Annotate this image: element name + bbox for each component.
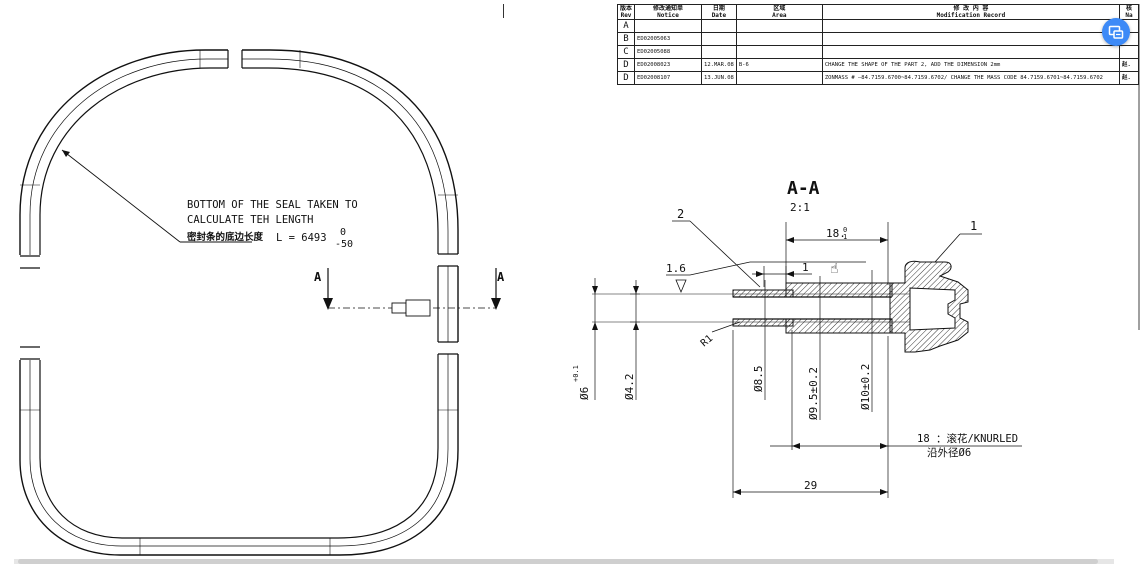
dim-d10: Ø10±0.2 <box>859 364 872 410</box>
scrollbar-thumb[interactable] <box>18 559 1098 564</box>
seal-length-label: L = 6493 <box>276 232 327 244</box>
cell-record <box>821 32 1121 46</box>
callout-1: 1 <box>970 219 977 233</box>
knurl-note-line2: 沿外径Ø6 <box>927 446 971 459</box>
seal-length-tol-upper: 0 <box>340 227 346 238</box>
cell-notice <box>634 19 703 33</box>
dim-d9-5: Ø9.5±0.2 <box>807 367 820 420</box>
dim-d4-2: Ø4.2 <box>623 374 636 401</box>
cell-area <box>735 45 823 59</box>
table-row: C ED02005088 <box>616 45 1139 59</box>
section-line <box>323 268 501 317</box>
cell-area <box>735 71 823 85</box>
dim-d6-tol: +0.1 <box>572 365 580 382</box>
dim-d6: Ø6 <box>578 387 591 400</box>
seal-length-tol-lower: -50 <box>335 239 353 250</box>
cell-date: 12.MAR.08 <box>701 58 737 72</box>
cell-by <box>1119 45 1139 59</box>
cell-date <box>701 32 737 46</box>
seal-note-line1: BOTTOM OF THE SEAL TAKEN TO <box>187 199 358 211</box>
cell-rev: D <box>616 71 636 85</box>
cell-record: CHANGE THE SHAPE OF THE PART 2, ADD THE … <box>821 58 1121 72</box>
section-scale: 2:1 <box>790 201 810 214</box>
dim-d8-5: Ø8.5 <box>752 366 765 393</box>
cell-record <box>821 45 1121 59</box>
screen-capture-button[interactable] <box>1102 18 1130 46</box>
viewer-edge-mark <box>503 4 504 18</box>
cell-area: B-6 <box>735 58 823 72</box>
table-row: A <box>616 19 1139 33</box>
dim-r1: R1 <box>699 333 715 349</box>
callout-2: 2 <box>677 207 684 221</box>
dim-29: 29 <box>804 479 817 492</box>
section-marker-right: A <box>497 270 505 284</box>
cell-date <box>701 45 737 59</box>
note-leader-line <box>61 149 181 243</box>
seal-ring-outline <box>14 44 464 556</box>
dim-top-sub: 1 <box>843 233 847 241</box>
dim-1: 1 <box>802 261 809 274</box>
cell-by: 赵. <box>1119 71 1139 85</box>
dim-top: 18. <box>826 227 846 240</box>
cell-rev: B <box>616 32 636 46</box>
screen-capture-icon <box>1108 25 1124 39</box>
seal-note-cn: 密封条的底边长度 <box>186 231 264 243</box>
section-title: A-A <box>787 178 820 199</box>
cell-date <box>701 19 737 33</box>
horizontal-scrollbar[interactable] <box>14 559 1114 564</box>
cell-record <box>821 19 1121 33</box>
cell-rev: C <box>616 45 636 59</box>
cell-area <box>735 19 823 33</box>
knurl-note-line1: 18 ：滚花/KNURLED <box>917 432 1018 445</box>
cell-notice: ED02008023 <box>634 58 703 72</box>
dim-top-sup: 0 <box>843 226 847 234</box>
table-row: D ED02008107 13.JUN.08 ZONMASS # —84.715… <box>616 71 1139 85</box>
seal-note-line2: CALCULATE TEH LENGTH <box>187 214 313 226</box>
cell-area <box>735 32 823 46</box>
cell-rev: A <box>616 19 636 33</box>
cell-date: 13.JUN.08 <box>701 71 737 85</box>
cell-notice: ED02008107 <box>634 71 703 85</box>
section-marker-left: A <box>314 270 322 284</box>
cell-notice: ED02005088 <box>634 45 703 59</box>
dim-1-6: 1.6 <box>666 262 686 275</box>
table-row: D ED02008023 12.MAR.08 B-6 CHANGE THE SH… <box>616 58 1139 72</box>
cell-record: ZONMASS # —84.7159.6700~84.7159.6702/ CH… <box>821 71 1121 85</box>
hand-cursor-icon: ☝ <box>830 261 838 277</box>
table-row: B ED02005063 <box>616 32 1139 46</box>
cell-rev: D <box>616 58 636 72</box>
cell-notice: ED02005063 <box>634 32 703 46</box>
cell-by: 赵. <box>1119 58 1139 72</box>
